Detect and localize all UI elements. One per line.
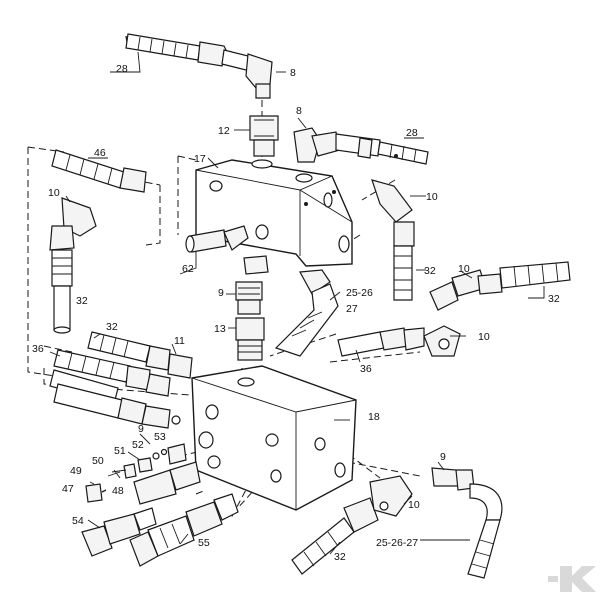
callout-32-right-upper: 32	[424, 265, 436, 277]
hose-28-right	[293, 127, 429, 165]
callout-17: 17	[194, 153, 206, 165]
callout-50: 50	[92, 455, 104, 467]
hose-32-right-upper	[371, 179, 415, 301]
callout-27: 27	[346, 303, 358, 315]
adapter-13	[235, 317, 265, 361]
callout-10-far-right: 10	[458, 263, 470, 275]
hose-46	[51, 149, 147, 193]
callout-10-mid-right: 10	[478, 331, 490, 343]
callout-8-right: 8	[296, 105, 302, 117]
callout-28-top: 28	[116, 63, 128, 75]
callout-10-left: 10	[48, 187, 60, 199]
hose-32-far-right	[429, 261, 571, 311]
callout-51: 51	[114, 445, 126, 457]
callout-9-valve: 9	[138, 423, 144, 435]
callout-10-lower: 10	[408, 499, 420, 511]
hose-bundle-left	[49, 331, 193, 429]
manifold-block-18	[191, 365, 357, 511]
leader-lines	[49, 51, 545, 555]
callout-47: 47	[62, 483, 74, 495]
callout-48: 48	[112, 485, 124, 497]
hose-25-26-27-lower	[431, 467, 503, 579]
callout-49: 49	[70, 465, 82, 477]
callout-36-left: 36	[32, 343, 44, 355]
callout-53: 53	[154, 431, 166, 443]
callout-32-bundle: 32	[106, 321, 118, 333]
valve-cartridge-54	[81, 507, 157, 557]
hose-25-26-27-upper	[274, 269, 339, 357]
callout-36-right: 36	[360, 363, 372, 375]
callout-12: 12	[218, 125, 230, 137]
callout-18: 18	[368, 411, 380, 423]
callout-9-upper: 9	[218, 287, 224, 299]
callout-46: 46	[94, 147, 106, 159]
hose-32-lower	[291, 475, 413, 575]
callout-52: 52	[132, 439, 144, 451]
reducer-12	[249, 115, 279, 157]
callout-25-26-upper: 25-26	[346, 287, 373, 299]
brand-k-logo-icon	[548, 566, 596, 592]
callout-55: 55	[198, 537, 210, 549]
callout-labels: 28 8 12 8 28 46 17 10 10 32 62 32 10 25-…	[32, 63, 560, 563]
valve-small-parts	[85, 443, 201, 505]
valve-cartridge-55	[129, 493, 239, 567]
callout-32-left: 32	[76, 295, 88, 307]
callout-13: 13	[214, 323, 226, 335]
hose-36-right	[337, 325, 461, 357]
callout-28-right: 28	[406, 127, 418, 139]
callout-25-26-27-lower: 25-26-27	[376, 537, 418, 549]
callout-32-far-right: 32	[548, 293, 560, 305]
callout-11: 11	[174, 335, 185, 347]
callout-54: 54	[72, 515, 84, 527]
manifold-block-17	[195, 159, 353, 267]
callout-9-right: 9	[440, 451, 446, 463]
adapter-9-upper	[235, 281, 263, 315]
callout-10-right-upper: 10	[426, 191, 438, 203]
callout-62: 62	[182, 263, 194, 275]
fitting-62	[185, 225, 269, 275]
callout-32-lower: 32	[334, 551, 346, 563]
hose-28-top	[125, 33, 273, 99]
callout-8-top: 8	[290, 67, 296, 79]
hose-32-left	[49, 197, 97, 334]
